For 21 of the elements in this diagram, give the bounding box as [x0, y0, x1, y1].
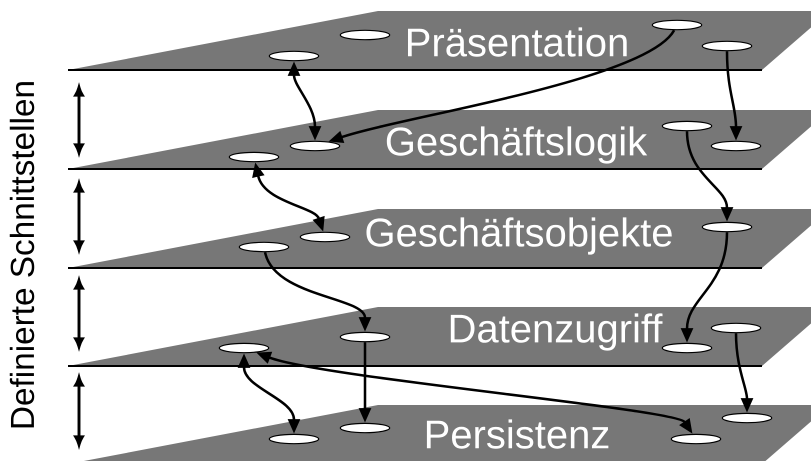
- component-oval: [652, 20, 702, 30]
- component-oval: [662, 342, 712, 354]
- component-oval: [710, 140, 762, 152]
- component-oval: [340, 30, 390, 40]
- component-oval: [300, 232, 350, 242]
- axis-label: Definierte Schnittstellen: [10, 82, 34, 428]
- component-oval: [710, 322, 762, 334]
- layer-plane: Präsentation: [68, 11, 811, 71]
- component-oval: [340, 422, 390, 434]
- component-oval: [268, 434, 320, 444]
- component-oval: [662, 120, 712, 132]
- component-oval: [670, 434, 722, 444]
- component-oval: [238, 242, 290, 252]
- component-oval: [290, 140, 340, 152]
- component-oval: [228, 152, 280, 162]
- component-oval: [702, 40, 752, 52]
- component-oval: [218, 342, 270, 354]
- component-oval: [340, 332, 390, 342]
- component-oval: [702, 222, 752, 232]
- component-oval: [722, 412, 772, 424]
- component-oval: [268, 50, 320, 62]
